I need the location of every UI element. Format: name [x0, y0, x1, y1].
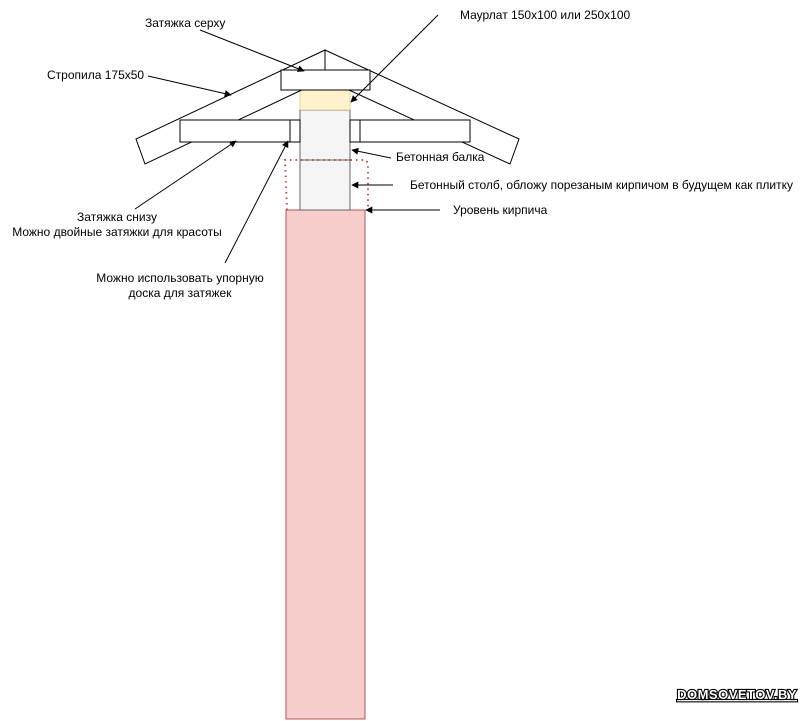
tie-top: [280, 69, 371, 91]
label-concrete-beam: Бетонная балка: [396, 150, 485, 164]
label-concrete-pillar: Бетонный столб, обложу порезаным кирпичо…: [410, 178, 793, 192]
watermark: DOMSOVETOV.BY: [677, 687, 797, 702]
mauerlat: [299, 89, 351, 111]
brick-pillar: [285, 209, 366, 720]
rafter-right: [324, 49, 520, 165]
arrow-concrete-beam: [351, 147, 392, 159]
stop-board-left: [289, 119, 301, 143]
tie-bottom-left: [179, 119, 301, 143]
arrow-stop-board: [224, 140, 289, 264]
arrow-tie-top: [199, 29, 305, 72]
arrow-tie-bottom: [134, 140, 237, 210]
label-tie-top: Затяжка серху: [145, 16, 225, 30]
rafter-left: [135, 49, 326, 165]
label-tie-bottom-2: Можно двойные затяжки для красоты: [12, 225, 222, 239]
label-tie-bottom-1: Затяжка снизу: [77, 210, 157, 224]
label-rafters: Стропила 175x50: [47, 68, 144, 82]
concrete-pillar: [299, 159, 351, 211]
label-stop-board-1: Можно использовать упорную: [96, 271, 263, 285]
label-stop-board-2: доска для затяжек: [129, 286, 233, 300]
stop-board-right: [349, 119, 361, 143]
concrete-beam: [299, 109, 351, 161]
label-brick-level: Уровень кирпича: [453, 203, 548, 217]
arrow-mauerlat: [350, 14, 439, 103]
tie-bottom-right: [359, 119, 471, 143]
arrow-rafters: [147, 75, 232, 98]
label-mauerlat: Маурлат 150x100 или 250x100: [460, 8, 631, 22]
